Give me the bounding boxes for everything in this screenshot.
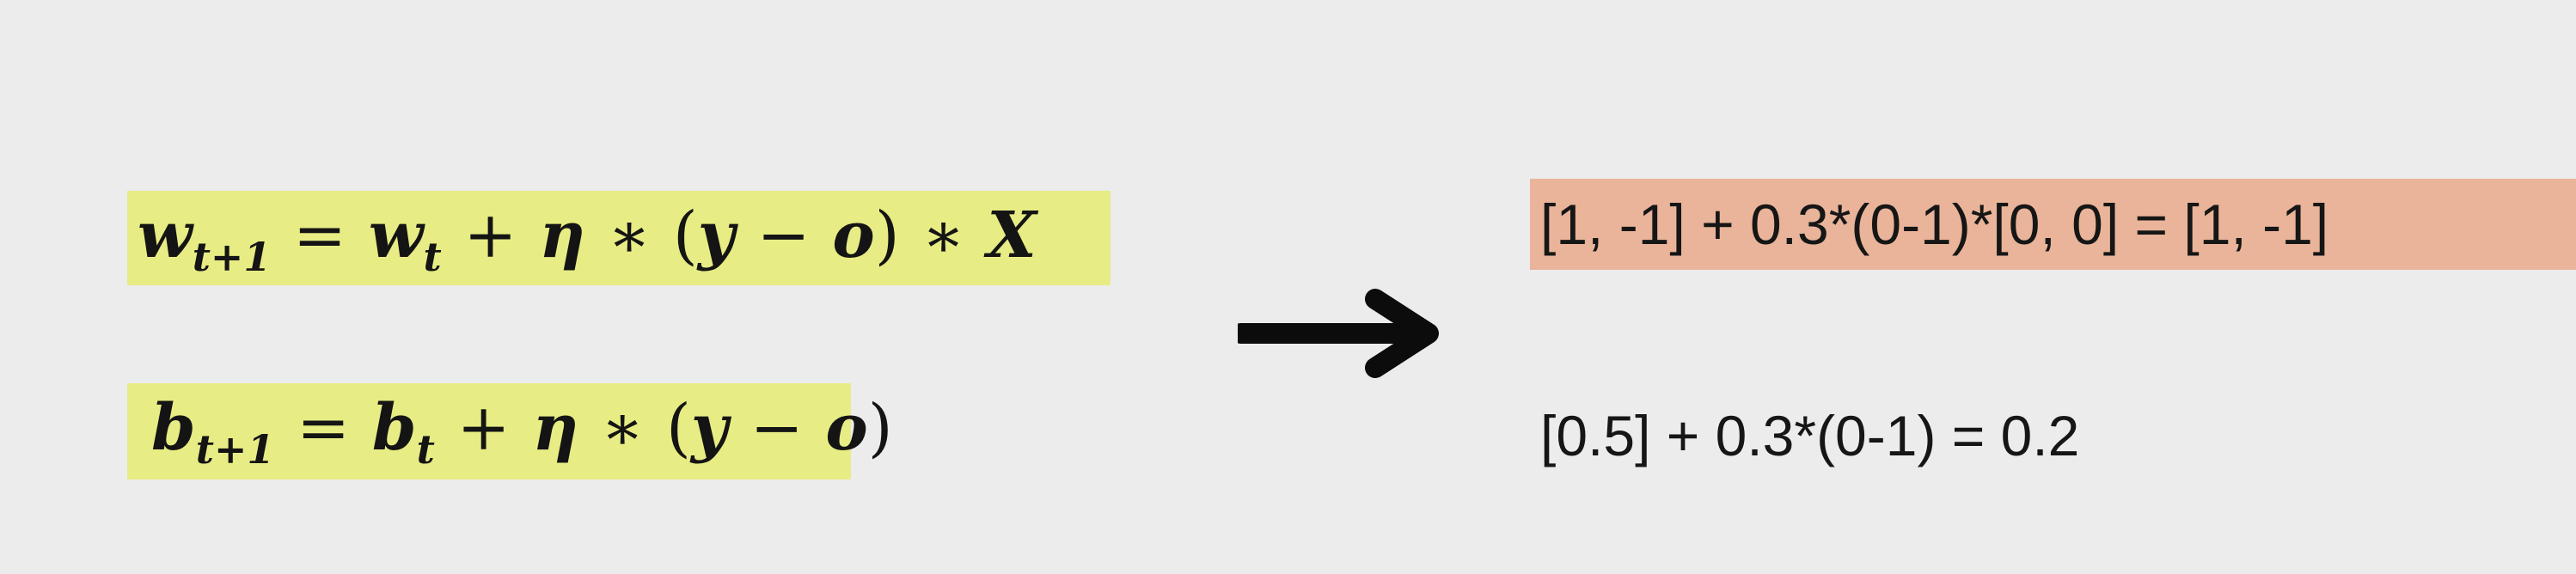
multiply-sign: ∗ (607, 198, 652, 272)
weight-result-highlight (1530, 179, 2576, 270)
learning-rate-symbol: η (539, 198, 586, 272)
open-paren: ( (666, 391, 691, 465)
weight-update-formula: wt+1 = wt + η ∗ (y − o) ∗ X (138, 192, 1037, 278)
weight-formula-highlight (127, 191, 1111, 285)
bias-formula-highlight (127, 383, 851, 479)
multiply-sign: ∗ (600, 391, 645, 465)
bias-update-formula: bt+1 = bt + η ∗ (y − o) (151, 385, 893, 471)
output-symbol: o (825, 391, 868, 465)
plus-sign: + (463, 198, 517, 272)
close-paren: ) (874, 198, 900, 272)
learning-rate-symbol: η (532, 391, 579, 465)
target-symbol: y (697, 198, 735, 272)
b-next: bt+1 (151, 391, 275, 473)
w-next: wt+1 (138, 198, 272, 281)
output-symbol: o (832, 198, 875, 272)
multiply-sign: ∗ (921, 198, 965, 272)
minus-sign: − (750, 391, 804, 465)
target-symbol: y (690, 391, 728, 465)
b-current: bt (371, 391, 435, 473)
equals-sign: = (293, 198, 347, 272)
open-paren: ( (672, 198, 698, 272)
minus-sign: − (756, 198, 811, 272)
bias-update-result: [0.5] + 0.3*(0-1) = 0.2 (1540, 404, 2080, 467)
equals-sign: = (297, 391, 351, 465)
plus-sign: + (456, 391, 511, 465)
weight-update-result: [1, -1] + 0.3*(0-1)*[0, 0] = [1, -1] (1540, 192, 2329, 256)
right-arrow-icon (1238, 289, 1439, 378)
w-current: wt (368, 198, 442, 281)
input-symbol: X (987, 198, 1037, 272)
close-paren: ) (867, 391, 893, 465)
